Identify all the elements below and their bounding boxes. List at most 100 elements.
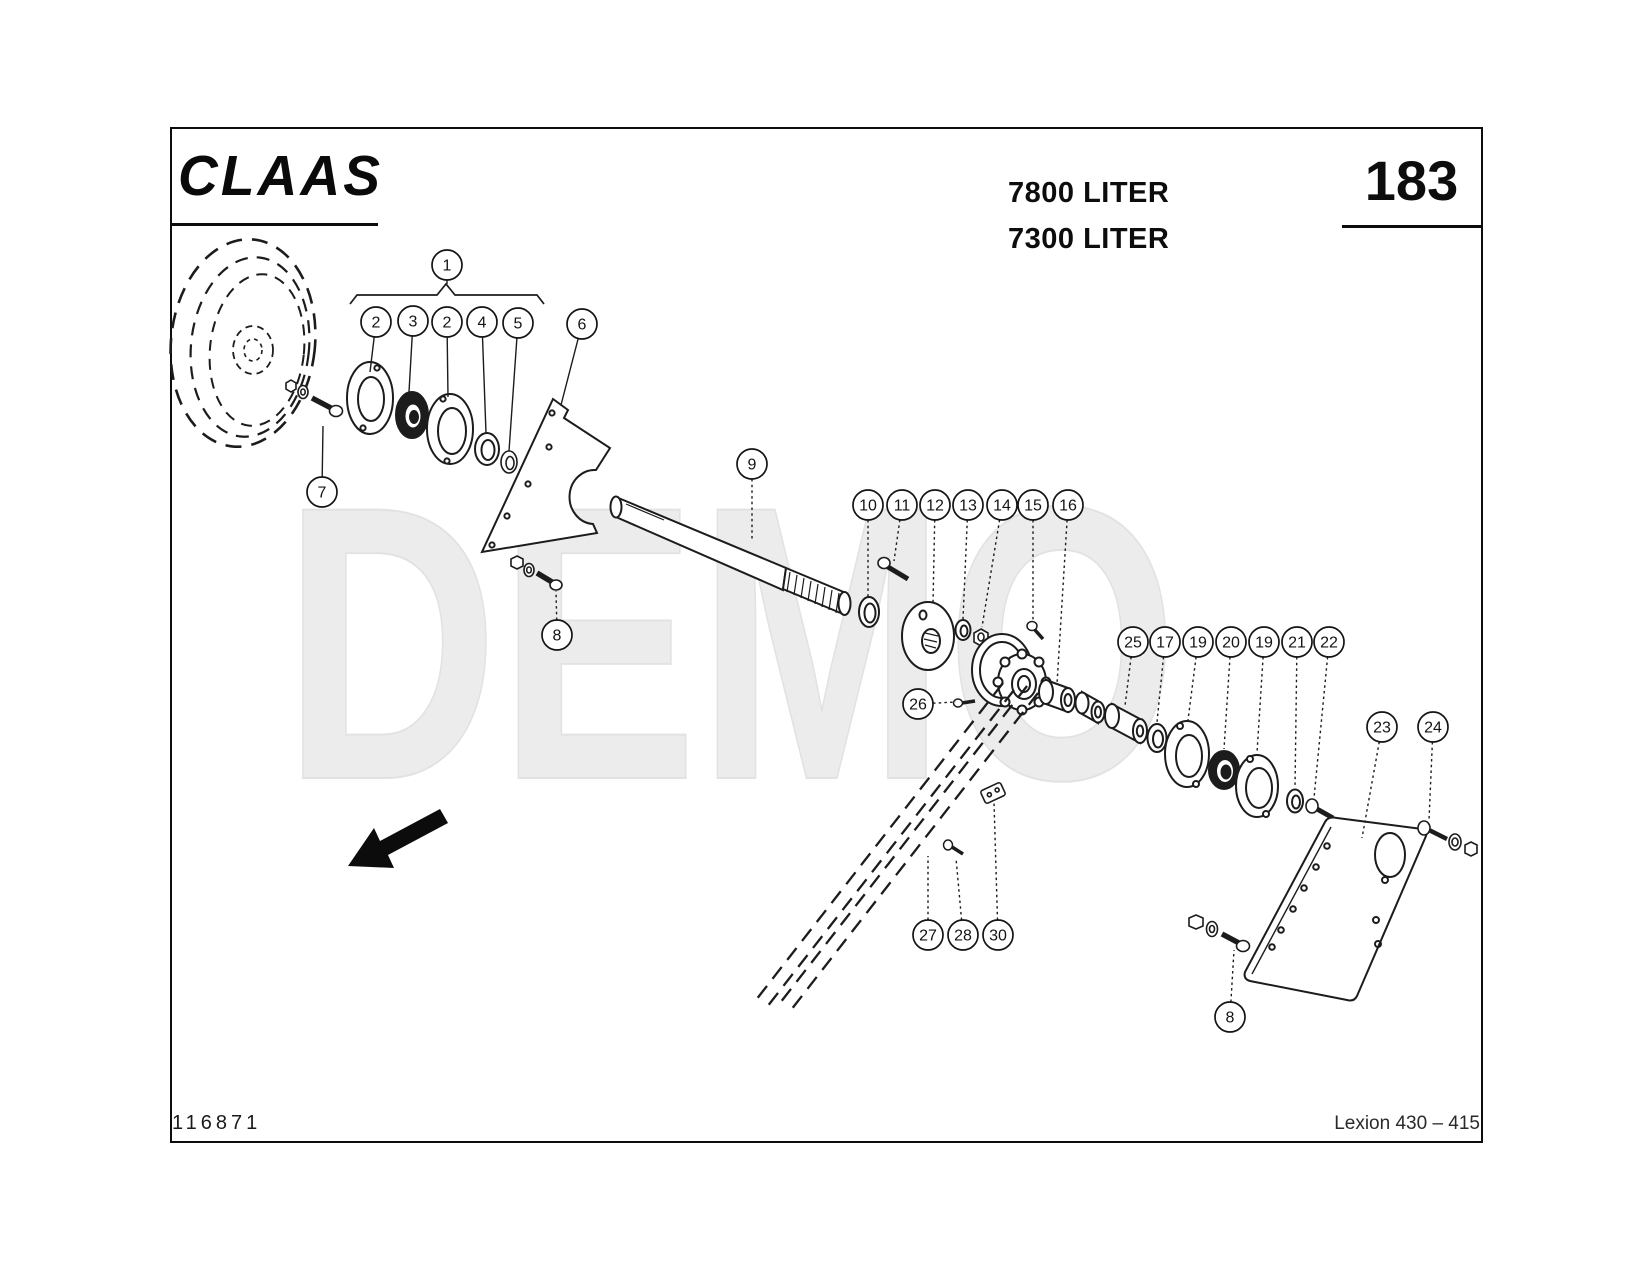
callout-circle: [306, 476, 338, 508]
callout-number: 28: [954, 928, 972, 945]
callout-leader: [1223, 656, 1231, 750]
page-number: 183: [1364, 149, 1459, 212]
callout-leader: [1124, 656, 1132, 707]
callout-number: 17: [1156, 635, 1174, 652]
callout-number: 9: [748, 457, 757, 474]
callout-circle: [912, 919, 944, 951]
callout-number: 21: [1288, 635, 1306, 652]
callout-leader: [408, 335, 413, 393]
callout-leader: [555, 590, 558, 621]
mounting-plate-right-23: [1243, 816, 1428, 1002]
callout-number: 25: [1124, 635, 1142, 652]
callout-leader: [1230, 949, 1235, 1003]
callout-6: 6: [560, 308, 598, 406]
callout-circle: [1182, 626, 1214, 658]
callout-number: 23: [1373, 720, 1391, 737]
callout-number: 8: [1226, 1010, 1235, 1027]
callout-leader: [369, 336, 375, 373]
callout-circle: [541, 619, 573, 651]
callout-27: 27: [912, 856, 944, 951]
callout-leader: [932, 519, 936, 605]
flange-disc-19a: [1164, 720, 1210, 788]
bearing-20: [1208, 750, 1240, 790]
callout-leader: [893, 519, 901, 562]
callout-circle: [1366, 711, 1398, 743]
callout-7: 7: [306, 425, 338, 508]
bolt-washer-nut-8a: [510, 555, 563, 591]
callout-number: 4: [478, 315, 487, 332]
callout-19: 19: [1182, 626, 1214, 721]
page-number-underline: [1342, 225, 1481, 228]
callout-number: 3: [409, 314, 418, 331]
callout-circle: [1214, 1001, 1246, 1033]
bolt-washer-nut-8b: [1188, 914, 1251, 953]
callout-number: 7: [318, 485, 327, 502]
claas-logo: CLAAS: [178, 145, 384, 208]
belt-clip-30: [980, 782, 1006, 804]
callout-leader: [1256, 656, 1264, 754]
callout-14: 14: [981, 489, 1018, 628]
callout-19: 19: [1248, 626, 1280, 754]
bolt-15: [1026, 620, 1045, 641]
callout-leader: [321, 425, 324, 478]
mounting-plate-left-6: [480, 397, 612, 554]
callout-number: 15: [1024, 498, 1042, 515]
callout-circle: [1281, 626, 1313, 658]
callout-circle: [1149, 626, 1181, 658]
callout-number: 5: [514, 316, 523, 333]
ring-4: [474, 432, 500, 466]
callout-number: 12: [926, 498, 944, 515]
callout-number: 13: [959, 498, 977, 515]
callout-23: 23: [1361, 711, 1398, 839]
callout-number: 19: [1189, 635, 1207, 652]
callout-leader: [981, 519, 1001, 628]
callout-number: 20: [1222, 635, 1240, 652]
callout-circle: [360, 306, 392, 338]
callout-circle: [566, 308, 598, 340]
callout-26: 26: [902, 688, 957, 720]
callout-leader: [955, 857, 963, 921]
ring-21: [1286, 788, 1304, 814]
model-title-7800: 7800 LITER: [1008, 177, 1170, 209]
callout-circle: [431, 306, 463, 338]
callout-circle: [982, 919, 1014, 951]
wheel-pulley: [169, 237, 317, 449]
callout-circle: [852, 489, 884, 521]
callout-number: 16: [1059, 498, 1077, 515]
callout-circle: [1017, 489, 1049, 521]
callout-circle: [1248, 626, 1280, 658]
drive-shaft-9: [609, 495, 852, 616]
callout-circle: [502, 307, 534, 339]
callout-2: 2: [431, 306, 463, 398]
callout-leader: [508, 337, 518, 452]
callout-circle: [1052, 489, 1084, 521]
model-titles: 7800 LITER 7300 LITER: [1008, 170, 1169, 262]
document-number: 116871: [172, 1112, 262, 1134]
callout-leader: [1428, 741, 1434, 821]
callout-leader: [932, 701, 957, 704]
callout-number: 6: [578, 317, 587, 334]
callout-circle: [736, 448, 768, 480]
callout-13: 13: [952, 489, 984, 620]
pulley-disc-12: [901, 601, 955, 671]
bearing-3: [395, 391, 429, 439]
callout-28: 28: [947, 857, 979, 951]
callout-3: 3: [397, 305, 429, 393]
callout-circle: [986, 489, 1018, 521]
callout-leader: [1056, 519, 1068, 685]
washer-13: [954, 619, 972, 641]
callout-number: 22: [1320, 635, 1338, 652]
callout-circle: [902, 688, 934, 720]
callout-circle: [466, 306, 498, 338]
ring-5: [500, 450, 518, 474]
callout-number: 30: [989, 928, 1007, 945]
bolt-22: [1305, 798, 1335, 821]
callout-circle: [919, 489, 951, 521]
logo-underline: [170, 223, 378, 226]
model-reference: Lexion 430 – 415: [1334, 1113, 1480, 1134]
group-bracket-1: [349, 282, 545, 305]
direction-arrow: [348, 809, 448, 868]
callout-21: 21: [1281, 626, 1313, 789]
callout-leader: [1361, 741, 1380, 839]
